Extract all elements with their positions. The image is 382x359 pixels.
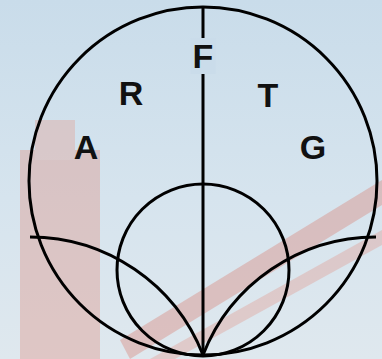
logo-letter: F <box>191 38 216 74</box>
logo-lines <box>29 7 377 356</box>
right-arc <box>203 237 376 355</box>
logo-letter: R <box>119 76 144 110</box>
logo-letter: T <box>258 78 279 112</box>
left-arc <box>30 237 203 355</box>
logo-letter: A <box>74 130 99 164</box>
inner-circle <box>117 184 289 356</box>
outer-circle <box>29 7 377 355</box>
logo-letter: G <box>300 130 326 164</box>
background-photo <box>20 120 382 359</box>
